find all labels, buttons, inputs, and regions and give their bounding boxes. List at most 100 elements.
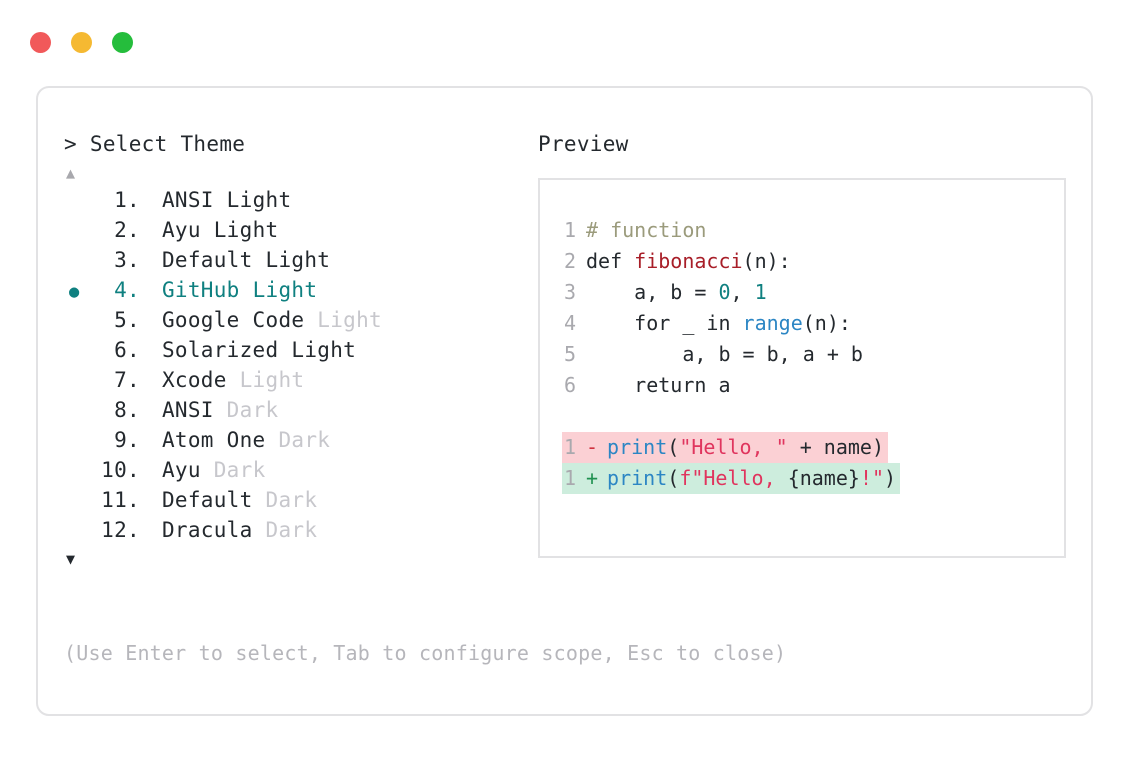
row-bullet-placeholder (64, 457, 94, 487)
theme-list-item[interactable]: 10. Ayu Dark (64, 455, 534, 485)
theme-item-variant: Dark (252, 488, 318, 512)
theme-item-index: 8. (101, 398, 140, 422)
code-line: 4 for _ in range(n): (540, 308, 1064, 339)
scroll-up-icon[interactable]: ▲ (66, 164, 76, 182)
code-line-text: # function (586, 215, 706, 246)
theme-item-name: Xcode (161, 368, 227, 392)
code-token: 0 (718, 280, 731, 304)
theme-item-index: 6. (101, 338, 140, 362)
theme-item-index: 5. (101, 308, 140, 332)
theme-item-index: 10. (101, 458, 140, 482)
code-token: for _ in (586, 311, 743, 335)
row-bullet-placeholder (64, 187, 94, 217)
theme-list-item[interactable]: 11. Default Dark (64, 485, 534, 515)
code-line-text: def fibonacci(n): (586, 246, 791, 277)
theme-item-name: Ayu (161, 218, 201, 242)
theme-list-item[interactable]: 12. Dracula Dark (64, 515, 534, 545)
code-line: 5 a, b = b, a + b (540, 339, 1064, 370)
theme-item-name: Ayu (161, 458, 201, 482)
close-dot[interactable] (30, 32, 51, 53)
theme-list-item[interactable]: 3. Default Light (64, 245, 534, 275)
maximize-dot[interactable] (112, 32, 133, 53)
scroll-down-icon[interactable]: ▼ (66, 550, 76, 568)
code-token: fibonacci (634, 249, 743, 273)
code-token: !" (859, 466, 885, 490)
line-number: 1 (562, 463, 586, 494)
diff-line-text: -print("Hello, " + name) (586, 432, 889, 463)
theme-list-item[interactable]: ● 4. GitHub Light (64, 275, 534, 305)
theme-item-index: 11. (101, 488, 140, 512)
theme-item-variant: Light (226, 368, 305, 392)
theme-item-variant: Light (252, 248, 331, 272)
code-line-text: a, b = b, a + b (586, 339, 863, 370)
theme-list-item[interactable]: 7. Xcode Light (64, 365, 534, 395)
theme-item-name: Default (161, 248, 253, 272)
theme-item-variant: Light (213, 188, 292, 212)
diff-line-text: +print(f"Hello, {name}!") (586, 463, 901, 494)
code-token: "Hello, " (679, 435, 788, 459)
theme-item-name: Google Code (161, 308, 305, 332)
code-token: range (742, 311, 803, 335)
diff-sign: - (586, 435, 599, 459)
theme-item-name: Default (161, 488, 253, 512)
theme-item-gap (140, 485, 162, 515)
code-line: 3 a, b = 0, 1 (540, 277, 1064, 308)
theme-list-item[interactable]: 6. Solarized Light (64, 335, 534, 365)
diff-line-del: 1-print("Hello, " + name) (540, 432, 1064, 463)
theme-item-gap (140, 215, 162, 245)
code-token: print (607, 435, 668, 459)
theme-list-item[interactable]: 9. Atom One Dark (64, 425, 534, 455)
code-spacer (540, 401, 1064, 432)
theme-item-variant: Light (239, 278, 318, 302)
line-number: 5 (563, 342, 576, 366)
row-bullet-placeholder (64, 397, 94, 427)
theme-item-name: Solarized (161, 338, 279, 362)
theme-item-gap (140, 365, 162, 395)
theme-item-index: 4. (101, 278, 140, 302)
theme-item-variant: Light (304, 308, 382, 332)
theme-list-item[interactable]: 5. Google Code Light (64, 305, 534, 335)
row-bullet-placeholder (64, 517, 94, 547)
theme-item-name: Atom One (161, 428, 266, 452)
preview-label: Preview (538, 132, 629, 156)
theme-item-name: ANSI (161, 188, 214, 212)
theme-item-variant: Light (200, 218, 279, 242)
diff-sign: + (586, 466, 599, 490)
code-line: 6 return a (540, 370, 1064, 401)
minimize-dot[interactable] (71, 32, 92, 53)
theme-list-item[interactable]: 2. Ayu Light (64, 215, 534, 245)
theme-item-gap (140, 455, 162, 485)
theme-item-gap (140, 395, 162, 425)
code-token: print (607, 466, 668, 490)
theme-item-gap (140, 185, 162, 215)
theme-list: 1. ANSI Light 2. Ayu Light 3. Default Li… (64, 185, 534, 545)
theme-item-index: 3. (101, 248, 140, 272)
theme-item-index: 2. (101, 218, 140, 242)
code-token: ( (667, 466, 680, 490)
window-controls (30, 32, 133, 53)
code-line-text: for _ in range(n): (586, 308, 851, 339)
line-number: 3 (563, 280, 576, 304)
code-line-text: a, b = 0, 1 (586, 277, 766, 308)
theme-selector-card: > Select Theme ▲ 1. ANSI Light 2. Ayu Li… (36, 86, 1093, 716)
theme-item-gap (140, 245, 162, 275)
theme-item-variant: Dark (213, 398, 279, 422)
theme-item-name: ANSI (161, 398, 214, 422)
keyboard-hint: (Use Enter to select, Tab to configure s… (64, 641, 787, 665)
theme-list-item[interactable]: 1. ANSI Light (64, 185, 534, 215)
code-token: ( (667, 435, 680, 459)
theme-list-item[interactable]: 8. ANSI Dark (64, 395, 534, 425)
code-token: f"Hello, (679, 466, 788, 490)
code-token: (n): (802, 311, 851, 335)
code-token: {name} (787, 466, 860, 490)
line-number: 1 (563, 218, 576, 242)
row-bullet-placeholder (64, 487, 94, 517)
row-bullet-placeholder (64, 367, 94, 397)
code-token: a, b = b, a + b (586, 342, 863, 366)
theme-item-gap (140, 335, 162, 365)
theme-item-index: 1. (101, 188, 140, 212)
row-bullet-placeholder (64, 307, 94, 337)
